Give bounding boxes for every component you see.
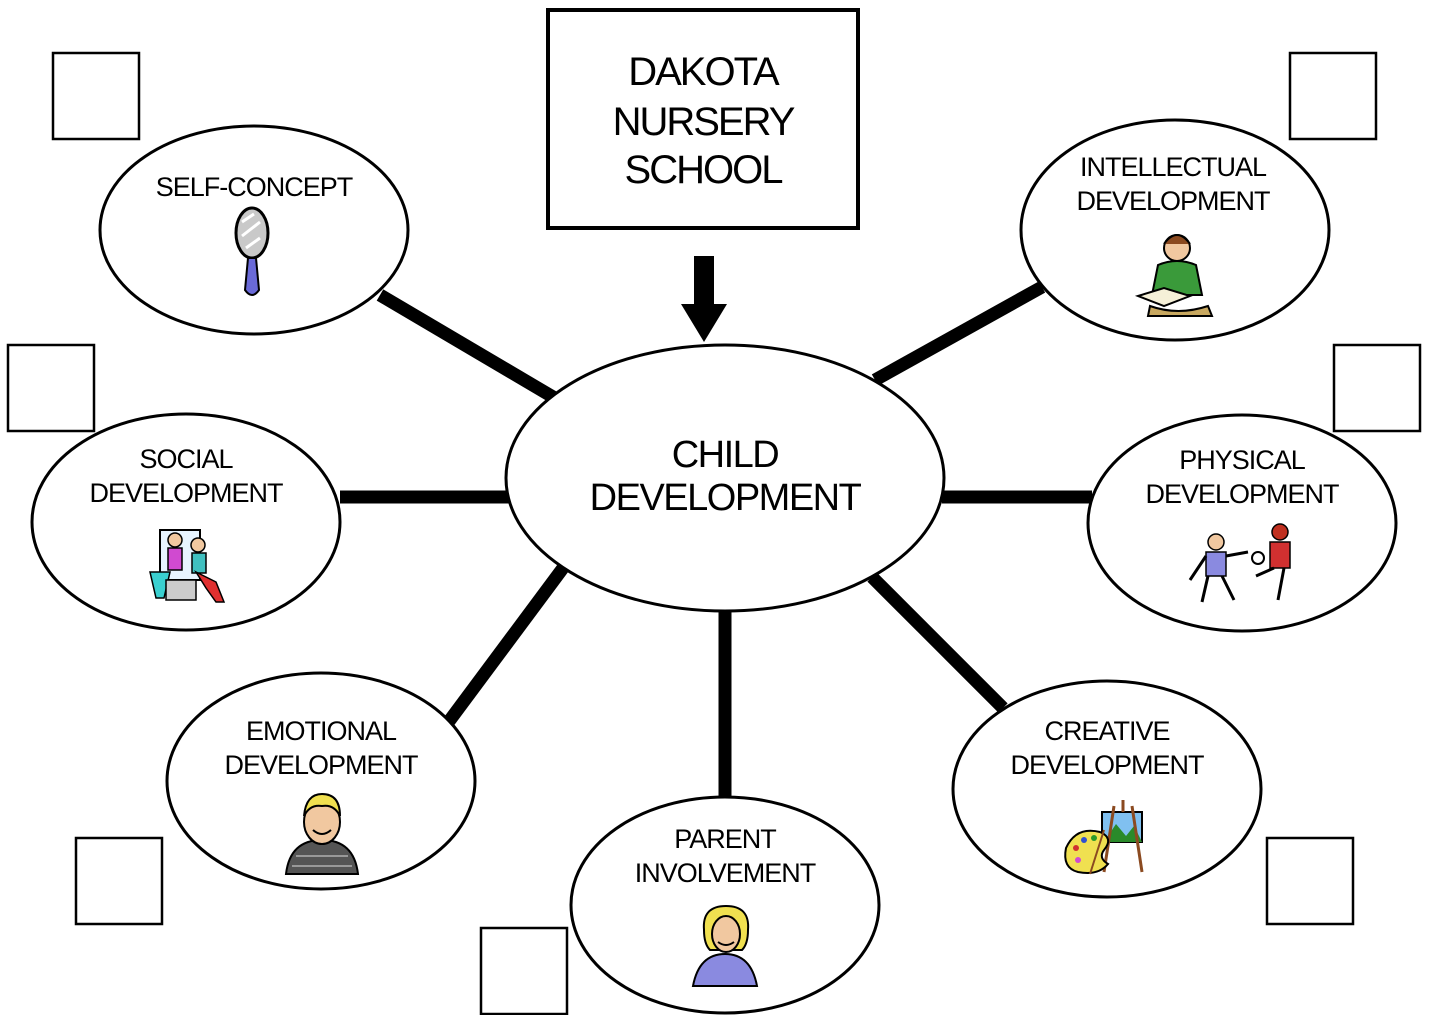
checkbox-emotional[interactable] [74, 836, 164, 926]
parent-label-1: PARENT [674, 824, 776, 854]
down-arrow-icon [681, 256, 727, 342]
spoke-connectors [340, 281, 1092, 800]
title-line-1: DAKOTA [628, 50, 780, 94]
title-box: DAKOTA NURSERY SCHOOL [546, 8, 860, 230]
physical-label-2: DEVELOPMENT [1145, 479, 1339, 509]
physical-label-1: PHYSICAL [1179, 445, 1306, 475]
title-line-2: NURSERY [613, 100, 795, 144]
checkbox-parent[interactable] [479, 926, 569, 1015]
checkbox-physical[interactable] [1332, 343, 1422, 433]
emotional-label-2: DEVELOPMENT [224, 750, 418, 780]
paint-palette-easel-icon [1064, 800, 1144, 875]
center-line-1: CHILD [672, 434, 779, 476]
node-emotional: EMOTIONAL DEVELOPMENT [165, 671, 477, 891]
soccer-players-icon [1188, 523, 1291, 603]
intellectual-label-2: DEVELOPMENT [1076, 186, 1270, 216]
spoke-self-concept [376, 289, 557, 403]
checkbox-self-concept[interactable] [51, 51, 141, 141]
checkbox-creative[interactable] [1265, 836, 1355, 926]
self-concept-label: SELF-CONCEPT [156, 172, 353, 202]
node-intellectual: INTELLECTUAL DEVELOPMENT [1019, 118, 1331, 342]
node-physical: PHYSICAL DEVELOPMENT [1086, 413, 1398, 633]
social-label-2: DEVELOPMENT [89, 478, 283, 508]
spoke-creative [867, 572, 1008, 713]
checkbox-intellectual[interactable] [1288, 51, 1378, 141]
hand-mirror-icon [234, 206, 270, 296]
title-line-3: SCHOOL [625, 148, 783, 192]
creative-label-1: CREATIVE [1044, 716, 1169, 746]
node-creative: CREATIVE DEVELOPMENT [951, 679, 1263, 899]
smiling-boy-icon [284, 792, 360, 875]
center-node: CHILD DEVELOPMENT [504, 343, 946, 613]
parent-label-2: INVOLVEMENT [635, 858, 816, 888]
node-self-concept: SELF-CONCEPT [98, 124, 410, 336]
social-label-1: SOCIAL [139, 444, 233, 474]
node-social: SOCIAL DEVELOPMENT [30, 412, 342, 632]
spoke-intellectual [871, 281, 1046, 386]
node-parent: PARENT INVOLVEMENT [569, 795, 881, 1015]
spoke-emotional [441, 564, 569, 728]
child-reading-icon [1134, 234, 1214, 317]
smiling-woman-icon [691, 904, 759, 987]
center-line-2: DEVELOPMENT [590, 477, 862, 519]
checkboxes [6, 51, 1422, 1015]
intellectual-label-1: INTELLECTUAL [1080, 152, 1267, 182]
checkbox-social[interactable] [6, 343, 96, 433]
creative-label-2: DEVELOPMENT [1010, 750, 1204, 780]
emotional-label-1: EMOTIONAL [246, 716, 397, 746]
children-sitting-icon [149, 529, 226, 603]
